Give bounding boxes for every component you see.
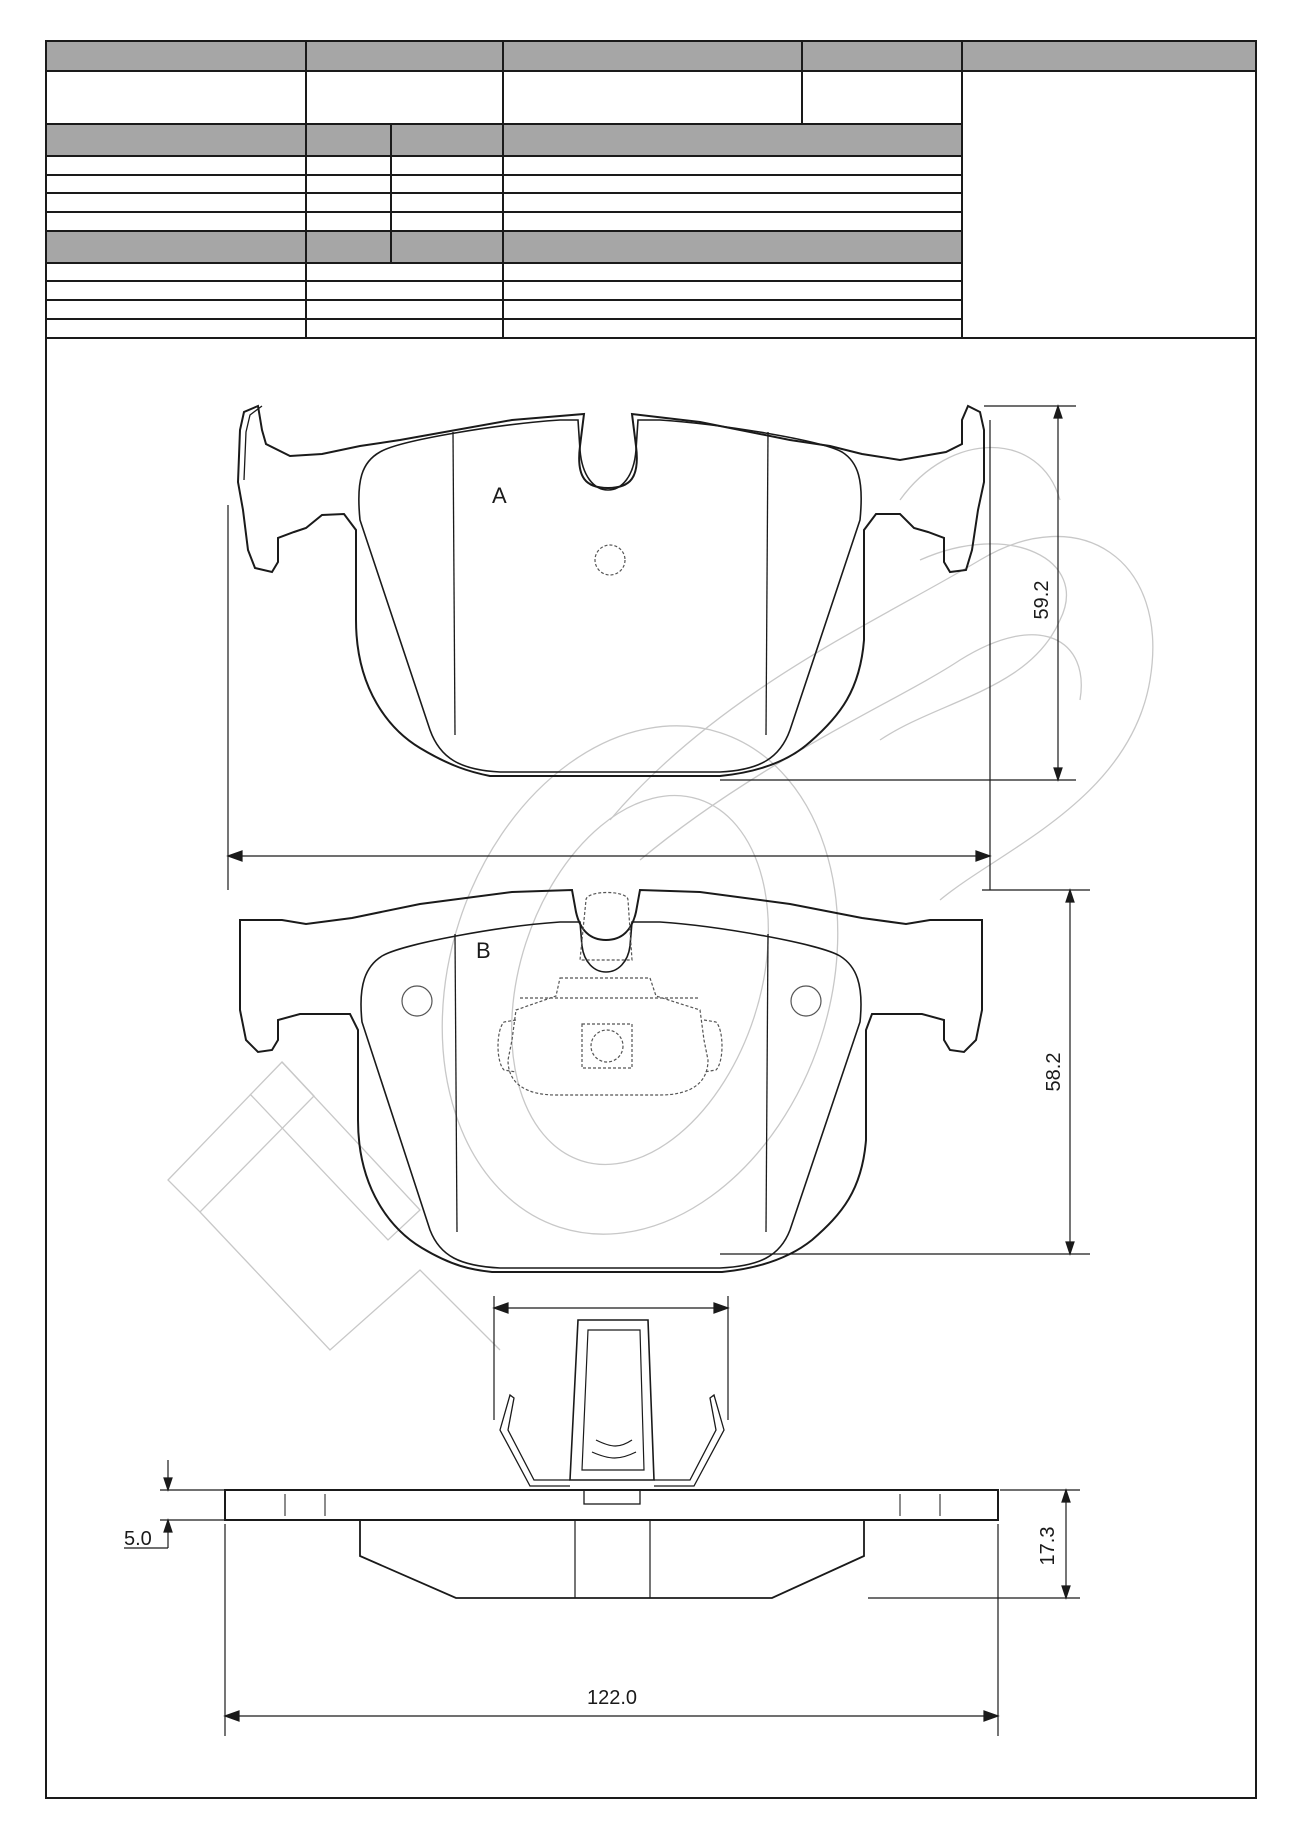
sheet-border [45, 40, 1257, 1799]
pad-a-label: A [492, 483, 507, 508]
pad-a-backplate [236, 404, 985, 777]
table-header-row [46, 41, 1256, 71]
pad-a-friction [358, 419, 862, 773]
title-block-table [45, 40, 1257, 1799]
backplate-thickness-dimension: 5.0 [124, 1528, 152, 1550]
total-thickness-dimension: 17.3 [1037, 1527, 1059, 1566]
watermark-logo [167, 446, 1154, 1351]
side-view-backplate [224, 1489, 999, 1521]
pad-b-friction [360, 921, 862, 1269]
pad-b-clip [497, 891, 723, 1096]
side-view-dimensions [124, 1296, 1080, 1736]
brake-pad-b [239, 888, 983, 1273]
side-view-spring-right [654, 1393, 725, 1487]
pad-a-hole [594, 544, 626, 576]
pad-b-dimensions [720, 888, 1090, 1256]
pad-a-dimensions [226, 404, 1076, 890]
pad-b-height-dimension: 58.2 [1043, 1053, 1065, 1092]
side-view-spring-left [499, 1393, 570, 1487]
pad-a-height-dimension: 59.2 [1031, 581, 1053, 620]
pad-b-backplate [239, 888, 983, 1273]
side-view [224, 1319, 999, 1599]
brake-pad-a [236, 404, 985, 777]
pad-b-hole-left [401, 985, 433, 1017]
pad-b-label: B [476, 938, 491, 963]
pad-b-hole-right [790, 985, 822, 1017]
side-view-friction [359, 1520, 865, 1599]
overall-width-dimension: 122.0 [587, 1687, 637, 1709]
